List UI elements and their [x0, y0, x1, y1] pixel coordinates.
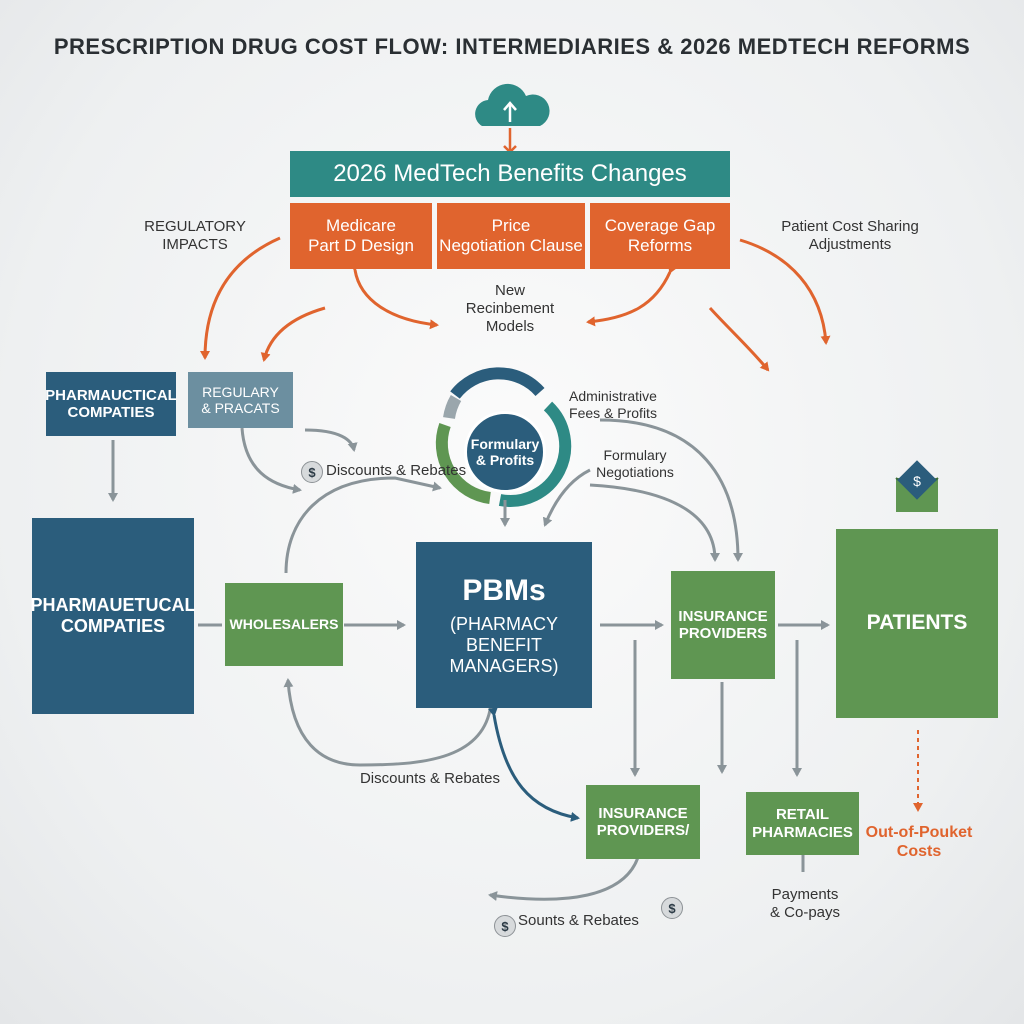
discounts-rebates-top-label: Discounts & Rebates — [326, 462, 467, 479]
node-regulary-pracats: REGULARY & PRACATS — [188, 372, 293, 428]
pbms-subtitle: (PHARMACY BENEFIT MANAGERS) — [449, 614, 559, 676]
node-pharma-big: PHARMAUETUCAL COMPATIES — [31, 518, 196, 714]
regulatory-impacts-label: REGULATORY IMPACTS — [144, 218, 246, 253]
reform-price-negotiation: Price Negotiation Clause — [437, 203, 585, 269]
node-insurance-bottom: INSURANCE PROVIDERS/ — [586, 785, 700, 859]
node-insurance-top: INSURANCE PROVIDERS — [671, 571, 775, 679]
out-of-pocket-label: Out-of-Pouket Costs — [865, 824, 973, 861]
node-wholesalers: WHOLESALERS — [225, 583, 343, 666]
svg-text:$: $ — [913, 473, 921, 489]
new-models-label: New Recinbement Models — [465, 282, 555, 335]
discounts-rebates-mid-label: Discounts & Rebates — [359, 770, 501, 787]
node-retail-pharmacies: RETAIL PHARMACIES — [746, 792, 859, 855]
node-pbms: PBMs (PHARMACY BENEFIT MANAGERS) — [416, 542, 592, 708]
patient-cost-sharing-label: Patient Cost Sharing Adjustments — [781, 218, 919, 253]
dollar-coin-icon: $ — [494, 915, 516, 937]
dollar-coin-icon: $ — [301, 461, 323, 483]
admin-fees-label: Administrative Fees & Profits — [569, 388, 657, 421]
payments-copays-label: Payments & Co-pays — [769, 886, 841, 921]
reform-coverage-gap: Coverage Gap Reforms — [590, 203, 730, 269]
pbms-title: PBMs — [462, 573, 546, 607]
node-formulary-circle: Formulary & Profits — [464, 411, 546, 493]
cloud-upload-icon — [475, 83, 550, 154]
dollar-coin-icon: $ — [661, 897, 683, 919]
formulary-negotiations-label: Formulary Negotiations — [596, 447, 674, 480]
formulary-cycle-ring — [435, 367, 572, 507]
envelope-dollar-icon: $ — [895, 460, 939, 512]
reform-medicare-part-d: Medicare Part D Design — [290, 203, 432, 269]
node-pharma-small: PHARMAUCTICAL COMPATIES — [45, 372, 177, 436]
discounts-rebates-bottom-label: Sounts & Rebates — [518, 912, 639, 929]
reforms-header: 2026 MedTech Benefits Changes — [290, 151, 730, 197]
page-title: PRESCRIPTION DRUG COST FLOW: INTERMEDIAR… — [53, 34, 971, 59]
node-patients: PATIENTS — [836, 529, 998, 718]
